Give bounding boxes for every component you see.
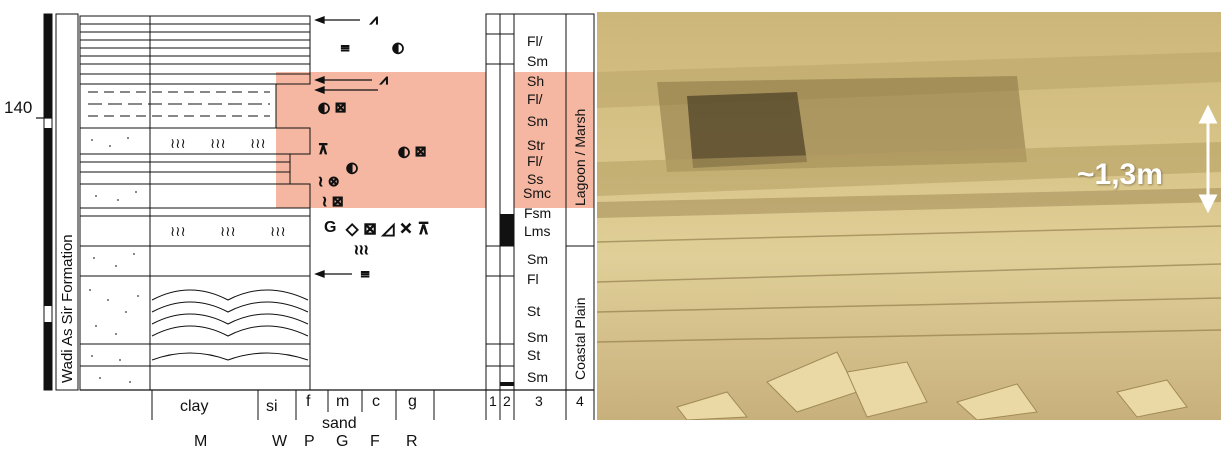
grain-size-label: si [266,398,278,415]
cross-bedding [152,290,308,360]
svg-text:≀ ⊠: ≀ ⊠ [322,194,343,210]
column-number: 4 [576,393,584,409]
height-bar-segment [44,14,52,118]
facies-code: Sh [527,73,544,89]
svg-text:◐: ◐ [392,40,404,56]
texture-labels: M W P G F R [194,433,418,450]
svg-text:◐: ◐ [346,160,358,176]
column-1 [486,14,500,390]
grain-size-labels: clay si f m c g sand [180,393,417,432]
height-bar-segment [44,322,52,390]
texture-label: F [370,433,380,450]
column-number: 3 [535,393,543,409]
facies-code: Sm [527,113,548,129]
texture-label: M [194,433,207,450]
svg-text:⩘: ⩘ [370,12,378,28]
grain-size-label: c [372,393,380,410]
facies-code: Fl [527,271,539,287]
texture-label: W [272,433,288,450]
facies-code: Str [527,137,545,153]
svg-text:≀≀≀: ≀≀≀ [210,136,226,152]
column-number: 2 [503,393,511,409]
svg-text:◇ ⊠ ◿ ✕ ⊼: ◇ ⊠ ◿ ✕ ⊼ [346,219,429,238]
svg-text:⊼: ⊼ [318,142,328,158]
facies-code: Sm [527,53,548,69]
facies-code: Fl/ [527,33,543,49]
svg-text:⩘: ⩘ [380,72,388,88]
formation-label: Wadi As Sir Formation [59,234,76,383]
facies-code: St [527,347,540,363]
facies-code: Sm [527,369,548,385]
svg-text:◐ ⊠: ◐ ⊠ [318,100,346,116]
facies-code: Lms [524,223,550,239]
outcrop-illustration [597,12,1221,420]
facies-code: Fl/ [527,153,543,169]
bioturbation-marks: ≀≀≀ ≀≀≀ ≀≀≀ ≀≀≀ ≀≀≀ ≀≀≀ [170,136,286,240]
outcrop-photo: ~1,3m [597,12,1221,420]
sand-stipple [89,137,139,383]
sand-label: sand [322,415,357,432]
svg-text:≡: ≡ [340,41,350,55]
facies-code: Sm [527,251,548,267]
environment-lagoon: Lagoon / Marsh [572,109,588,206]
texture-label: P [304,433,315,450]
stratigraphic-log: 140 Wadi As Sir Formation [0,0,600,450]
scale-label: ~1,3m [1077,158,1163,192]
height-bar-segment [44,128,52,306]
svg-text:≀≀≀: ≀≀≀ [220,224,236,240]
facies-code: Fsm [524,205,551,221]
grain-size-label: g [408,393,417,410]
facies-code: Smc [523,185,551,201]
height-marker-label: 140 [4,98,32,117]
svg-text:≀ ⊗: ≀ ⊗ [318,174,339,190]
column-2-block [500,214,514,246]
svg-text:◐ ⊠: ◐ ⊠ [398,144,426,160]
facies-code: Sm [527,329,548,345]
column-number-labels: 1 2 3 4 [489,393,584,409]
environment-coastal: Coastal Plain [572,298,588,381]
svg-text:≀≀≀: ≀≀≀ [170,136,186,152]
grain-size-label: clay [180,398,208,415]
svg-text:≀≀≀: ≀≀≀ [270,224,286,240]
column-number: 1 [489,393,497,409]
fossil-g-label: G [324,219,336,236]
column-2 [500,14,514,390]
lithology-beds [80,16,310,390]
svg-text:≀≀≀: ≀≀≀ [170,224,186,240]
svg-text:≡: ≡ [360,267,370,281]
grain-size-label: f [306,393,311,410]
facies-code: St [527,303,540,319]
grain-size-label: m [336,393,349,410]
svg-text:≀≀≀: ≀≀≀ [354,243,369,258]
texture-label: G [336,433,348,450]
svg-text:≀≀≀: ≀≀≀ [250,136,266,152]
texture-label: R [406,433,418,450]
facies-code: Fl/ [527,91,543,107]
